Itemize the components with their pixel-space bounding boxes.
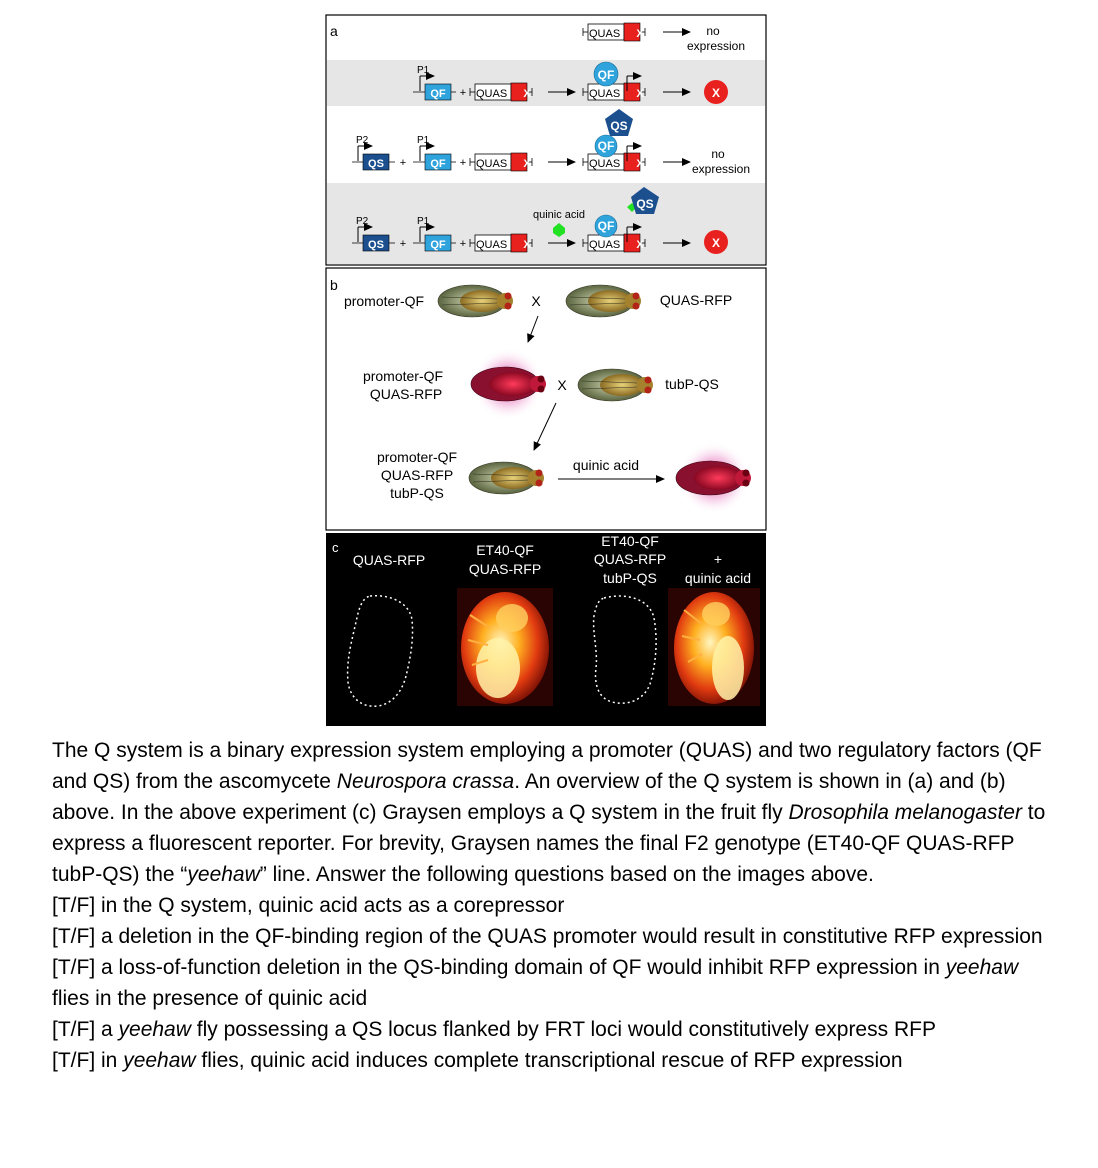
question-1: [T/F] in the Q system, quinic acid acts … <box>52 890 1052 921</box>
b-tubp-qs-label: tubP-QS <box>665 376 719 392</box>
row1-no-line1: no <box>706 24 720 38</box>
intro-paragraph: The Q system is a binary expression syst… <box>52 735 1052 890</box>
row2-quas-construct: QUAS X <box>470 83 532 101</box>
row1-quas-label: QUAS <box>589 28 620 40</box>
panel-a-shade-row2 <box>327 60 765 106</box>
b-f2-quas-rfp: QUAS-RFP <box>381 467 453 483</box>
row4-plus1: + <box>400 238 406 250</box>
row4-plus2: + <box>460 238 466 250</box>
question-3-yeehaw: yeehaw <box>946 956 1018 979</box>
row2-bound-quas-label: QUAS <box>589 88 620 100</box>
row4-bound-x-label: X <box>636 239 644 251</box>
b-f2-promoter-qf: promoter-QF <box>377 449 457 465</box>
c-fly-fluorescent-1 <box>457 588 553 706</box>
row4-qs-label: QS <box>368 239 384 251</box>
c-col1-label: QUAS-RFP <box>353 552 425 568</box>
question-4-part-a: [T/F] a <box>52 1018 119 1041</box>
row2-quas-label: QUAS <box>476 88 507 100</box>
row3-quas-construct: QUAS X <box>470 153 532 171</box>
row2-bound-x-label: X <box>636 88 644 100</box>
panel-c: c QUAS-RFP ET40-QF QUAS-RFP ET40-QF QUAS… <box>326 533 766 726</box>
row1-expression-line2: expression <box>687 39 745 53</box>
row4-p2-label: P2 <box>356 216 369 227</box>
row3-quas-label: QUAS <box>476 158 507 170</box>
b-quinic-acid-label: quinic acid <box>573 457 639 473</box>
b-f1-quas-rfp: QUAS-RFP <box>370 386 442 402</box>
row3-bound-x-label: X <box>636 158 644 170</box>
c-col3-line1: ET40-QF <box>601 533 659 549</box>
question-4: [T/F] a yeehaw fly possessing a QS locus… <box>52 1014 1052 1045</box>
question-2: [T/F] a deletion in the QF-binding regio… <box>52 921 1052 952</box>
b-f2-tubp-qs: tubP-QS <box>390 485 444 501</box>
c-col2-line1: ET40-QF <box>476 542 534 558</box>
intro-species: Neurospora crassa <box>337 770 514 793</box>
row2-rfp-x-label: X <box>712 86 720 100</box>
row2-plus: + <box>460 87 466 99</box>
row2-p1-label: P1 <box>417 65 430 76</box>
panel-b-label: b <box>330 277 338 293</box>
c-fly-fluorescent-2 <box>668 588 760 706</box>
row4-bound-quas-label: QUAS <box>589 239 620 251</box>
row1-quas-construct: QUAS X <box>583 23 645 41</box>
b-quas-rfp-label-1: QUAS-RFP <box>660 292 732 308</box>
row3-plus1: + <box>400 157 406 169</box>
intro-yeehaw: yeehaw <box>187 863 259 886</box>
panel-a-label: a <box>330 23 338 39</box>
row1-x-label: X <box>636 28 644 40</box>
b-cross-1: X <box>531 293 541 309</box>
row4-qf-bound-label: QF <box>598 219 615 233</box>
panel-a-shade-row4 <box>327 183 765 264</box>
row3-plus2: + <box>460 157 466 169</box>
question-5-yeehaw: yeehaw <box>123 1049 195 1072</box>
c-col4-quinic-acid: quinic acid <box>685 570 751 586</box>
row4-quinic-acid-label: quinic acid <box>533 209 585 221</box>
row4-quas-label: QUAS <box>476 239 507 251</box>
panel-b: b promoter-QF X QUAS-RFP promoter-QF QUA… <box>326 268 766 530</box>
panel-a: a QUAS X no expression P1 QF + QUAS X QU… <box>326 15 766 265</box>
row4-quas-construct: QUAS X <box>470 234 532 252</box>
b-cross-2: X <box>557 377 567 393</box>
row3-no-line1: no <box>711 147 725 161</box>
row4-rfp-x-label: X <box>712 236 720 250</box>
b-promoter-qf-label-1: promoter-QF <box>344 293 424 309</box>
row3-bound-quas-label: QUAS <box>589 158 620 170</box>
intro-part-4: ” line. Answer the following questions b… <box>260 863 874 886</box>
row3-qs-bound-label: QS <box>610 119 627 133</box>
row4-x-label: X <box>523 239 531 251</box>
question-3-part-b: flies in the presence of quinic acid <box>52 987 367 1010</box>
c-col2-line2: QUAS-RFP <box>469 561 541 577</box>
c-col4-plus: + <box>714 551 722 567</box>
row3-p1-label: P1 <box>417 135 430 146</box>
question-5-part-b: flies, quinic acid induces complete tran… <box>196 1049 903 1072</box>
question-text: The Q system is a binary expression syst… <box>52 735 1052 1076</box>
row3-qf-bound-label: QF <box>598 139 615 153</box>
q-system-figure: a QUAS X no expression P1 QF + QUAS X QU… <box>0 0 1098 730</box>
question-3: [T/F] a loss-of-function deletion in the… <box>52 952 1052 1014</box>
row2-qf-label: QF <box>430 88 446 100</box>
question-3-part-a: [T/F] a loss-of-function deletion in the… <box>52 956 946 979</box>
b-f1-promoter-qf: promoter-QF <box>363 368 443 384</box>
question-5: [T/F] in yeehaw flies, quinic acid induc… <box>52 1045 1052 1076</box>
row3-p2-label: P2 <box>356 135 369 146</box>
row4-p1-label: P1 <box>417 216 430 227</box>
question-5-part-a: [T/F] in <box>52 1049 123 1072</box>
intro-fly: Drosophila melanogaster <box>789 801 1022 824</box>
row4-qf-label: QF <box>430 239 446 251</box>
panel-c-label: c <box>332 540 339 555</box>
question-4-part-b: fly possessing a QS locus flanked by FRT… <box>191 1018 936 1041</box>
row3-qs-label: QS <box>368 158 384 170</box>
row2-x-label: X <box>523 88 531 100</box>
row4-qs-released-label: QS <box>636 197 653 211</box>
question-4-yeehaw: yeehaw <box>119 1018 191 1041</box>
row2-qf-bound-label: QF <box>598 68 615 82</box>
c-col3-line2: QUAS-RFP <box>594 551 666 567</box>
c-col3-line3: tubP-QS <box>603 570 657 586</box>
row3-x-label: X <box>523 158 531 170</box>
row3-expression-line2: expression <box>692 162 750 176</box>
row3-qf-label: QF <box>430 158 446 170</box>
